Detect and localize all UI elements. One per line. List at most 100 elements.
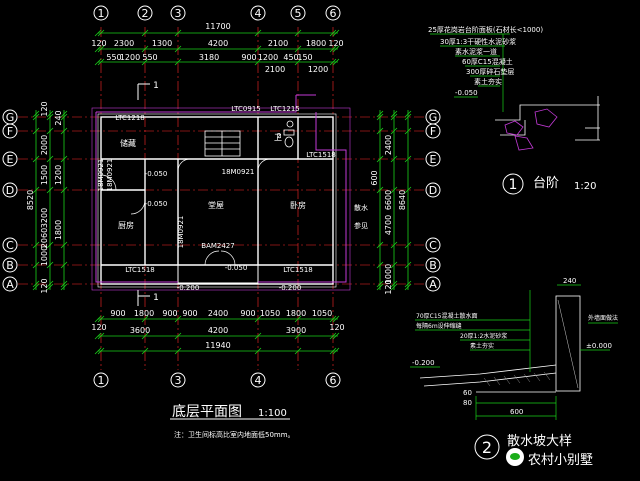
dimension-tick: [376, 283, 384, 291]
axis-label: F: [430, 125, 436, 138]
dimension-tick: [404, 261, 412, 269]
window-label: LTC1218: [115, 114, 145, 122]
dimension-tick: [32, 241, 40, 249]
right-dim: 4700: [384, 215, 393, 235]
axis-label: G: [6, 111, 15, 124]
dimension-tick: [404, 241, 412, 249]
apron-level: -0.200: [412, 359, 435, 367]
axis-bubble-E-right: E: [425, 151, 441, 167]
bottom-dim: 900: [162, 309, 177, 318]
apron-detail-texts: 70厚C15混凝土散水面 每隔6m设伸缩缝 20厚1:2水泥砂浆 素土夯实 外墙…: [412, 277, 618, 457]
dimension-tick: [32, 283, 40, 291]
step-note: 素土夯实: [474, 77, 502, 86]
top-dim: 2300: [114, 39, 134, 48]
axis-label: 6: [330, 374, 337, 387]
axis-bubble-6-bottom: 6: [325, 372, 341, 388]
level-label: -0.050: [145, 170, 168, 178]
axis-bubble-G-left: G: [2, 109, 18, 125]
stair: [204, 130, 241, 157]
bottom-dim: 120: [329, 323, 344, 332]
dimension-tick: [390, 283, 398, 291]
dimension-tick: [94, 58, 102, 66]
axis-label: 1: [98, 374, 105, 387]
axis-label: 4: [255, 7, 262, 20]
dimension-tick: [174, 45, 182, 53]
right-dim: 6600: [384, 190, 393, 210]
dimension-tick: [60, 110, 68, 118]
dimension-tick: [332, 347, 340, 355]
dimension-tick: [32, 127, 40, 135]
dimension-tick: [97, 45, 105, 53]
dimension-tick: [60, 186, 68, 194]
left-dim: 1000: [40, 246, 49, 266]
dimension-tick: [404, 155, 412, 163]
axis-bubble-D-right: D: [425, 182, 441, 198]
apron-detail-leaders: [410, 284, 618, 420]
dimension-tick: [294, 29, 302, 37]
axis-label: A: [6, 278, 14, 291]
dimension-tick: [329, 45, 337, 53]
left-dimension-texts: 8520 120 2000 1500 3200 2060 1000 120 24…: [26, 101, 63, 293]
level-label: -0.200: [279, 284, 302, 292]
dimension-tick: [390, 155, 398, 163]
bottom-dim: 900: [182, 309, 197, 318]
level-label: -0.050: [145, 200, 168, 208]
axis-label: B: [6, 259, 14, 272]
axis-label: B: [429, 259, 437, 272]
top-dim: 1200: [258, 53, 278, 62]
dimension-tick: [329, 315, 337, 323]
bottom-dim: 3900: [286, 326, 306, 335]
left-dim: 1200: [54, 165, 63, 185]
axis-bubble-C-right: C: [425, 237, 441, 253]
room-labels: 储藏 堂屋 卧房 厨房 卫: [118, 133, 306, 230]
axis-bubble-C-left: C: [2, 237, 18, 253]
section-marks: [137, 83, 150, 306]
dimension-tick: [94, 45, 102, 53]
door-label: 18M0921: [97, 159, 105, 192]
axis-bubble-3-bottom: 3: [170, 372, 186, 388]
bottom-dim: 1800: [134, 309, 154, 318]
dimension-tick: [254, 315, 262, 323]
plan-annotations: LTC0915 LTC1215 LTC1218 LTC1518 LTC1518 …: [97, 81, 368, 303]
dimension-tick: [294, 45, 302, 53]
dimension-tick: [141, 347, 149, 355]
axis-bubble-3-top: 3: [170, 5, 186, 21]
axis-bubble-2-top: 2: [137, 5, 153, 21]
door-label: 18M0921: [177, 216, 185, 249]
axis-bubble-F-left: F: [2, 123, 18, 139]
dimension-tick: [390, 110, 398, 118]
axis-label: 3: [175, 374, 182, 387]
top-dim: 120: [328, 39, 343, 48]
bottom-dim: 4200: [208, 326, 228, 335]
room-living: 堂屋: [208, 200, 224, 210]
axis-label: D: [6, 184, 14, 197]
axis-bubble-F-right: F: [425, 123, 441, 139]
dimension-tick: [174, 29, 182, 37]
apron-detail-drawing: [419, 295, 581, 393]
dimension-tick: [141, 315, 149, 323]
bottom-dim: 1050: [260, 309, 280, 318]
dimension-tick: [60, 241, 68, 249]
axis-label: D: [429, 184, 437, 197]
dimension-tick: [46, 261, 54, 269]
dimension-tick: [141, 45, 149, 53]
bottom-dim: 1050: [312, 309, 332, 318]
dimension-tick: [174, 58, 182, 66]
step-detail-leaders: [430, 33, 510, 112]
dimension-tick: [390, 280, 398, 288]
axis-label: 4: [255, 374, 262, 387]
dimension-tick: [46, 241, 54, 249]
axis-bubble-1-top: 1: [93, 5, 109, 21]
main-door-label: BAM2427: [201, 242, 234, 250]
top-dim: 900: [241, 53, 256, 62]
top-dim: 1300: [152, 39, 172, 48]
dimension-tick: [332, 332, 340, 340]
dimension-tick: [32, 186, 40, 194]
axis-bubble-4-top: 4: [250, 5, 266, 21]
dimension-tick: [32, 155, 40, 163]
window-label: LTC1518: [283, 266, 313, 274]
dimension-tick: [60, 113, 68, 121]
top-total: 11700: [205, 22, 230, 31]
dimension-tick: [32, 280, 40, 288]
